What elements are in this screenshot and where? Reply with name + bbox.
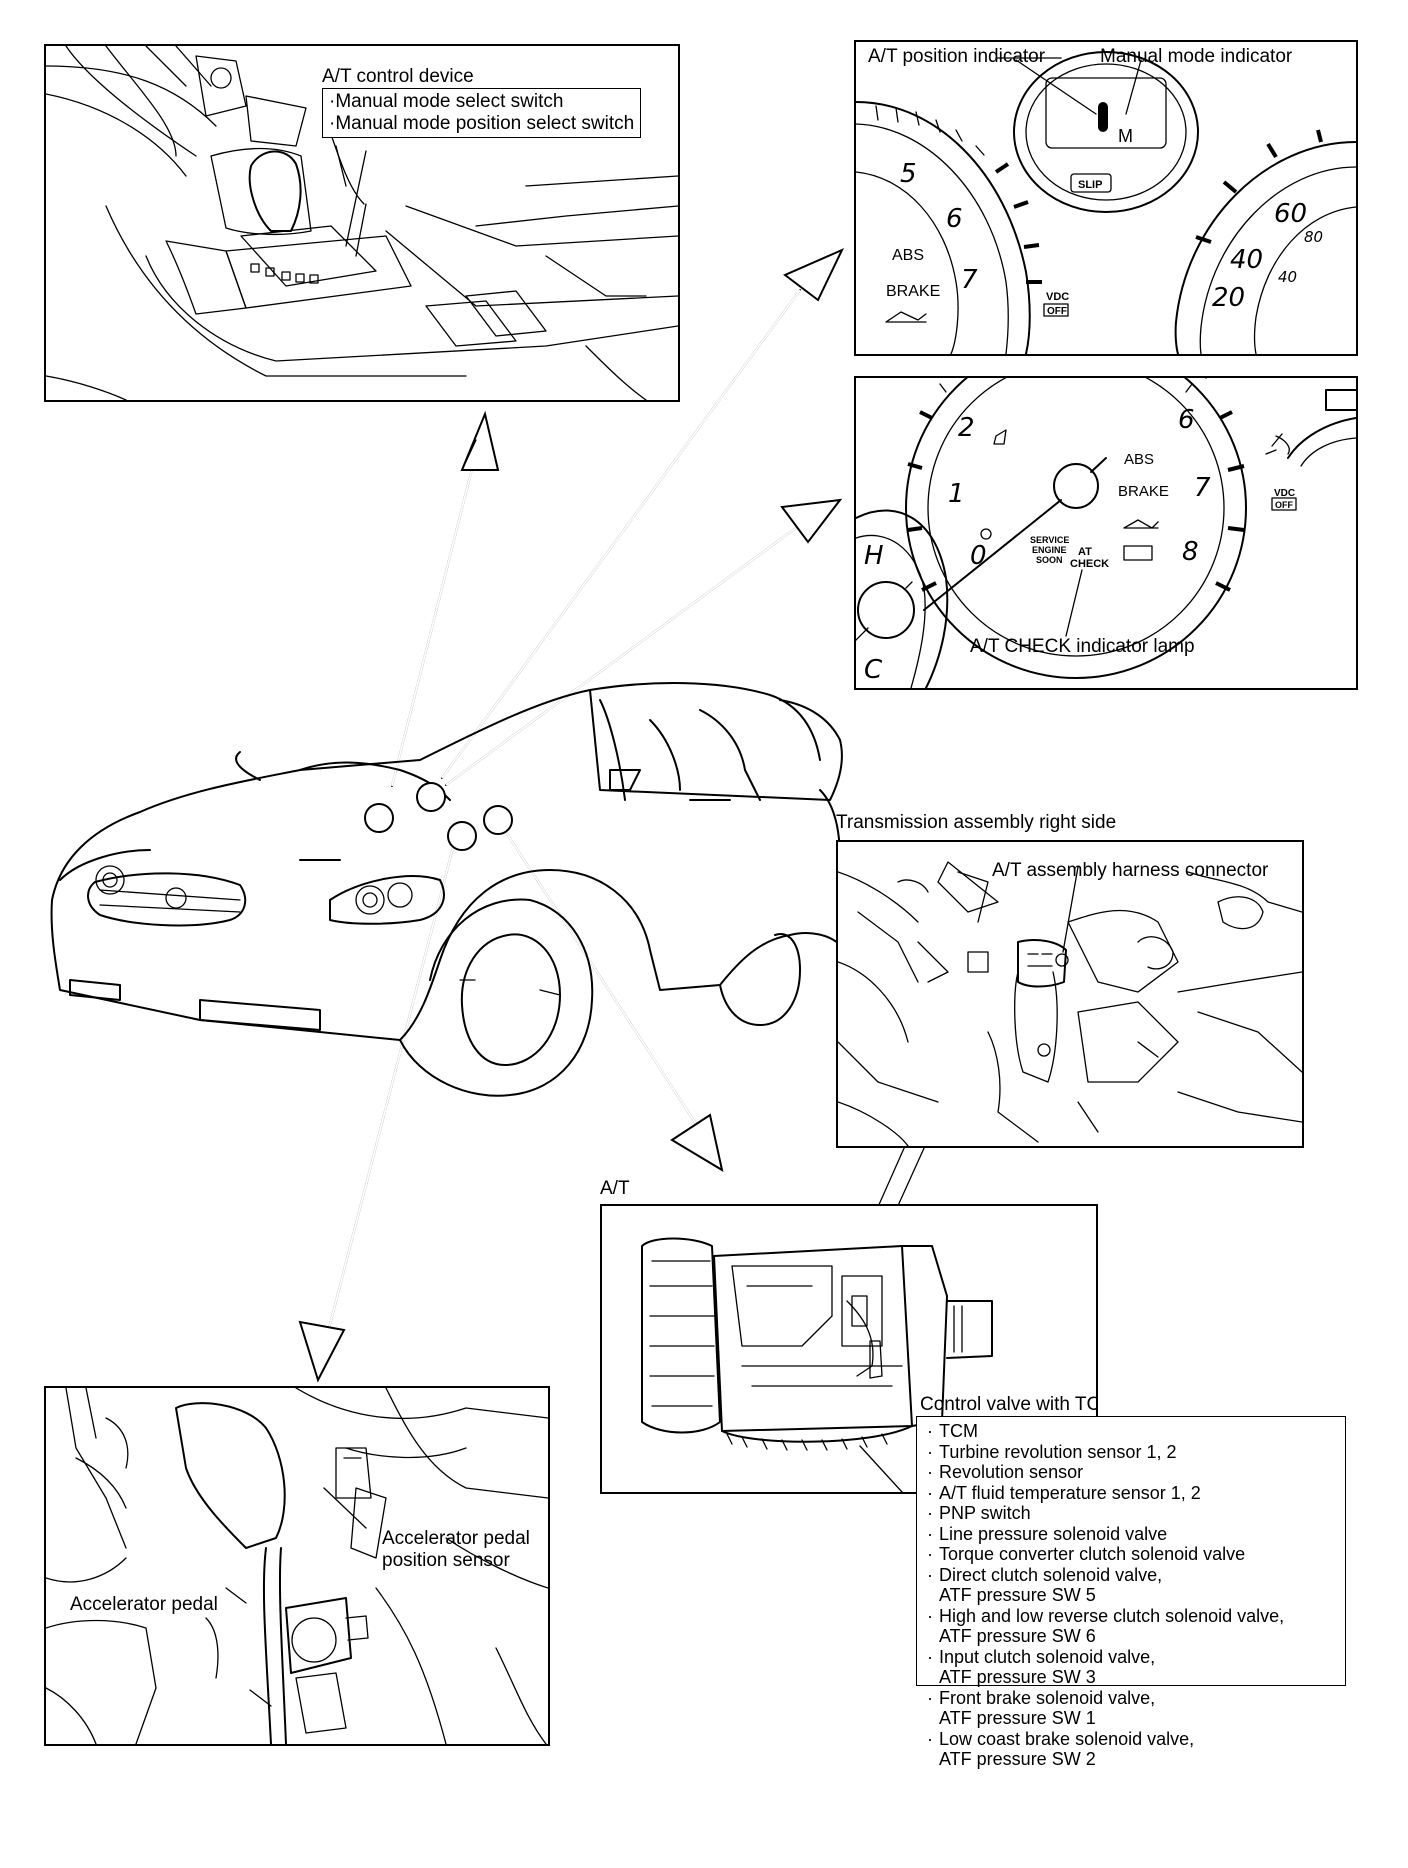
transmission-side-illustration bbox=[838, 861, 1302, 1146]
at-check-label-2: CHECK bbox=[1070, 558, 1109, 570]
tach-num-6: 6 bbox=[946, 204, 963, 234]
check-vdc-label: VDC bbox=[1274, 488, 1295, 499]
brake-label: BRAKE bbox=[886, 283, 940, 300]
at-title: A/T bbox=[600, 1178, 630, 1199]
speed-num-40: 40 bbox=[1230, 245, 1263, 275]
at-check-label-1: AT bbox=[1078, 546, 1092, 558]
arrow-to-at bbox=[497, 819, 724, 1173]
arrow-to-pedal bbox=[298, 827, 459, 1383]
check-num-2: 2 bbox=[958, 413, 975, 443]
speed-small-80: 80 bbox=[1304, 228, 1323, 246]
battery-icon bbox=[1123, 545, 1153, 561]
console-illustration bbox=[46, 46, 678, 400]
sensor-leader bbox=[323, 1487, 367, 1529]
check-vdc-off-label: OFF bbox=[1275, 500, 1293, 510]
oil-icon bbox=[885, 311, 927, 323]
manual-mode-indicator-label: Manual mode indicator bbox=[1100, 46, 1293, 67]
pedal-sensor-label-1: Accelerator pedal bbox=[382, 1528, 530, 1549]
position-indicator-digit bbox=[1098, 102, 1108, 132]
component-item: ·Torque converter clutch solenoid valve bbox=[927, 1544, 1246, 1564]
abs-label: ABS bbox=[892, 247, 924, 264]
control-device-item: ·Manual mode select switch bbox=[329, 91, 564, 112]
service-label-1: SERVICE bbox=[1030, 535, 1069, 545]
pedal-illustration bbox=[46, 1388, 548, 1744]
tach-num-5: 5 bbox=[900, 159, 917, 189]
speed-small-40: 40 bbox=[1278, 268, 1297, 286]
transmission-side-title: Transmission assembly right side bbox=[836, 812, 1117, 833]
check-oil-icon bbox=[1123, 519, 1159, 529]
temp-h-label: H bbox=[864, 541, 884, 571]
component-item-continuation: ATF pressure SW 6 bbox=[939, 1626, 1096, 1646]
component-item-continuation: ATF pressure SW 2 bbox=[939, 1749, 1096, 1769]
meter-check-illustration: 2 1 0 6 7 8 ABS BRAKE SERVICE ENGINE SOO… bbox=[856, 378, 1356, 688]
control-valve-leader bbox=[859, 1445, 903, 1492]
control-valve-label: Control valve with TCM bbox=[920, 1394, 1098, 1415]
pedal-leader bbox=[249, 1689, 272, 1707]
check-num-7: 7 bbox=[1194, 473, 1211, 503]
control-device-item: ·Manual mode position select switch bbox=[329, 113, 635, 134]
component-item: ·Line pressure solenoid valve bbox=[927, 1523, 1168, 1544]
component-item: ·PNP switch bbox=[927, 1503, 1031, 1523]
transmission-side-panel: A/T assembly harness connector bbox=[836, 840, 1304, 1148]
check-num-0: 0 bbox=[970, 541, 987, 571]
component-item-continuation: ATF pressure SW 1 bbox=[939, 1708, 1096, 1728]
component-item: ·Input clutch solenoid valve, bbox=[927, 1646, 1156, 1667]
component-item: ·High and low reverse clutch solenoid va… bbox=[927, 1605, 1285, 1626]
arrow-to-control-device bbox=[391, 410, 500, 787]
control-device-items-box: ·Manual mode select switch ·Manual mode … bbox=[322, 88, 642, 138]
control-device-panel: A/T control device ·Manual mode select s… bbox=[44, 44, 680, 402]
vdc-label: VDC bbox=[1046, 291, 1069, 303]
component-item: ·Revolution sensor bbox=[927, 1462, 1084, 1482]
component-item: ·Low coast brake solenoid valve, bbox=[927, 1728, 1195, 1749]
slip-label: SLIP bbox=[1078, 179, 1102, 191]
connector-leader bbox=[1062, 866, 1079, 953]
check-abs-label: ABS bbox=[1124, 451, 1154, 468]
check-brake-label: BRAKE bbox=[1118, 483, 1169, 500]
component-item-continuation: ATF pressure SW 5 bbox=[939, 1585, 1096, 1605]
pedal-sensor-label-2: position sensor bbox=[382, 1550, 510, 1571]
speed-num-20: 20 bbox=[1212, 283, 1245, 313]
check-num-6: 6 bbox=[1178, 405, 1195, 435]
at-check-leader bbox=[1065, 569, 1083, 637]
meter-top-panel: 5 6 7 ABS BRAKE SLIP M VDC OFF 60 40 20 … bbox=[854, 40, 1358, 356]
component-item-continuation: ATF pressure SW 3 bbox=[939, 1667, 1096, 1687]
vdc-off-label: OFF bbox=[1047, 306, 1067, 317]
check-num-8: 8 bbox=[1182, 537, 1199, 567]
service-label-2: ENGINE bbox=[1032, 545, 1067, 555]
temp-c-label: C bbox=[864, 655, 883, 685]
pedal-panel: Accelerator pedal position sensor Accele… bbox=[44, 1386, 550, 1746]
at-check-lamp-label: A/T CHECK indicator lamp bbox=[970, 636, 1195, 657]
at-illustration bbox=[641, 1237, 993, 1492]
component-item: ·Turbine revolution sensor 1, 2 bbox=[927, 1441, 1177, 1462]
component-item: ·Direct clutch solenoid valve, bbox=[927, 1564, 1163, 1585]
harness-connector-label: A/T assembly harness connector bbox=[992, 860, 1269, 881]
component-item: ·A/T fluid temperature sensor 1, 2 bbox=[927, 1482, 1201, 1503]
meter-check-panel: 2 1 0 6 7 8 ABS BRAKE SERVICE ENGINE SOO… bbox=[854, 376, 1358, 690]
component-item: ·TCM bbox=[927, 1421, 978, 1441]
tach-num-7: 7 bbox=[961, 265, 978, 295]
component-item: ·Front brake solenoid valve, bbox=[927, 1687, 1156, 1708]
check-num-1: 1 bbox=[948, 479, 965, 509]
position-indicator-label: A/T position indicator bbox=[868, 46, 1046, 67]
manual-mode-char: M bbox=[1118, 126, 1133, 146]
arrow-to-meter-check bbox=[445, 498, 843, 786]
door-icon bbox=[993, 429, 1007, 445]
airbag-icon bbox=[1265, 433, 1290, 455]
speed-num-60: 60 bbox=[1274, 199, 1307, 229]
control-device-title: A/T control device bbox=[322, 66, 474, 87]
accelerator-pedal-label: Accelerator pedal bbox=[70, 1594, 218, 1615]
service-label-3: SOON bbox=[1036, 555, 1063, 565]
meter-top-illustration: 5 6 7 ABS BRAKE SLIP M VDC OFF 60 40 20 … bbox=[856, 51, 1356, 354]
control-valve-components-list: ·TCM·Turbine revolution sensor 1, 2·Revo… bbox=[916, 1416, 1346, 1769]
